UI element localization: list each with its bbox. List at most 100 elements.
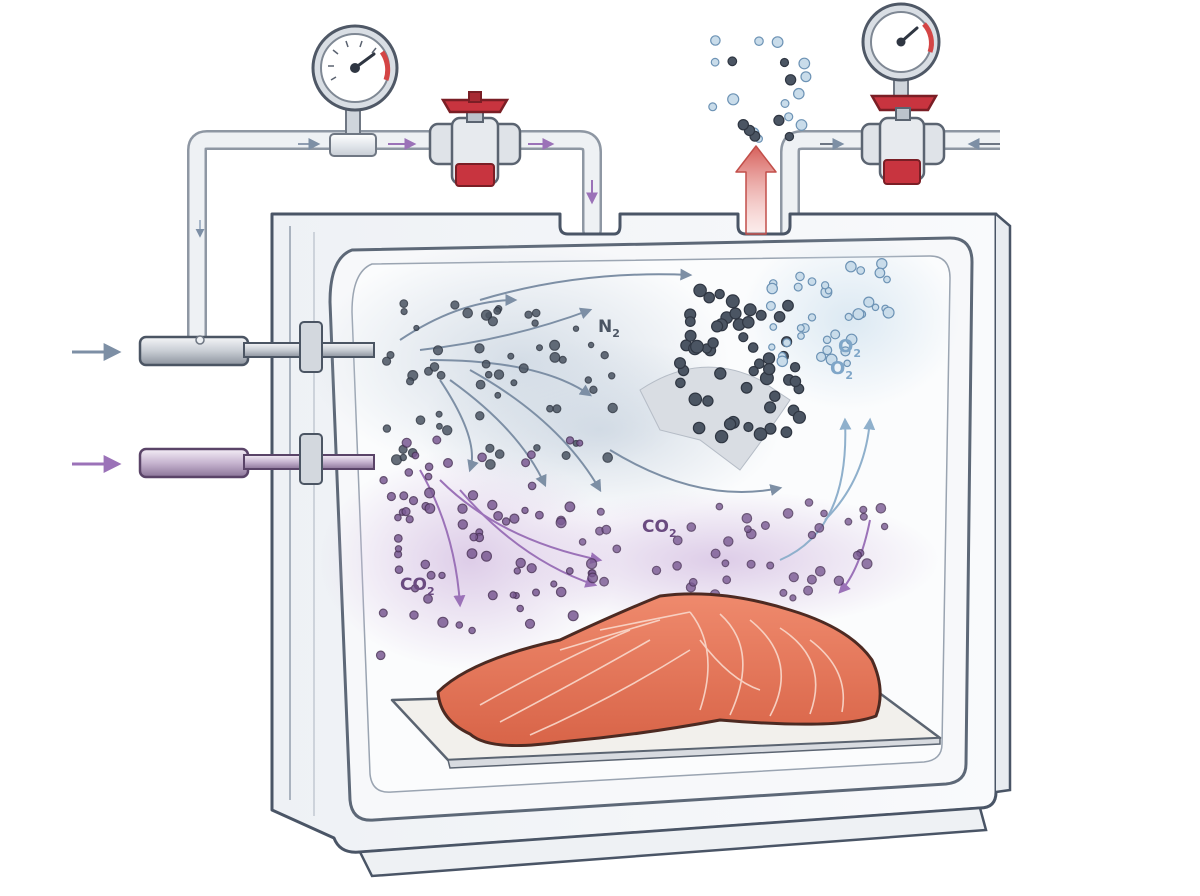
co2-particle bbox=[516, 604, 525, 613]
co2-particle bbox=[531, 588, 540, 597]
exhaust-particles bbox=[708, 35, 812, 143]
exhaust-particle bbox=[727, 56, 738, 67]
co2-particle bbox=[401, 507, 411, 517]
co2-particle bbox=[477, 452, 487, 463]
nitrogen-particle bbox=[607, 402, 618, 414]
co2-particle bbox=[426, 570, 436, 580]
nitrogen-particle bbox=[475, 411, 485, 421]
oxygen-particle bbox=[793, 282, 803, 292]
nitrogen-particle bbox=[769, 390, 781, 402]
co2-particle bbox=[410, 584, 420, 593]
nitrogen-particle bbox=[487, 316, 498, 327]
nitrogen-particle bbox=[780, 426, 793, 439]
nitrogen-particle bbox=[743, 303, 757, 317]
co2-particle bbox=[672, 560, 682, 571]
nitrogen-particle bbox=[533, 444, 541, 452]
pressure-gauge-right bbox=[861, 2, 941, 101]
co2-particle bbox=[820, 509, 828, 518]
co2-particle bbox=[527, 481, 537, 491]
co2-particle bbox=[788, 572, 799, 583]
nitrogen-particle bbox=[462, 307, 473, 319]
exhaust-particle bbox=[784, 112, 794, 122]
co2-particle bbox=[469, 532, 479, 542]
oxygen-particle bbox=[845, 260, 857, 273]
nitrogen-particle bbox=[485, 459, 496, 470]
co2-particle bbox=[509, 591, 517, 599]
co2-particle bbox=[599, 576, 609, 587]
oxygen-particle bbox=[882, 306, 895, 319]
co2-particle bbox=[527, 450, 536, 460]
nitrogen-particle bbox=[602, 452, 613, 463]
nitrogen-particles bbox=[382, 283, 807, 470]
co2-particle bbox=[782, 508, 794, 519]
nitrogen-particle bbox=[673, 357, 686, 370]
label-co2-left: CO2 bbox=[400, 575, 435, 598]
nitrogen-particle bbox=[436, 422, 443, 430]
co2-particle bbox=[779, 588, 788, 597]
nitrogen-particle bbox=[723, 417, 737, 431]
co2-particle bbox=[443, 458, 454, 469]
co2-particle bbox=[521, 506, 529, 515]
co2-particle bbox=[861, 558, 873, 570]
oxygen-particle bbox=[765, 300, 776, 311]
co2-particle bbox=[715, 502, 724, 511]
co2-particle bbox=[601, 524, 612, 535]
co2-particle bbox=[487, 590, 498, 601]
oxygen-particle bbox=[863, 296, 875, 308]
nitrogen-particle bbox=[707, 337, 719, 349]
nitrogen-particle bbox=[432, 345, 444, 356]
co2-particle bbox=[612, 544, 622, 554]
nitrogen-particle bbox=[714, 429, 729, 444]
nitrogen-particle bbox=[399, 299, 409, 309]
pressure-gauge-left bbox=[311, 24, 399, 157]
co2-particle bbox=[411, 451, 420, 460]
nitrogen-particle bbox=[587, 341, 595, 349]
oxygen-particles bbox=[765, 258, 895, 368]
co2-particle bbox=[437, 616, 449, 628]
oxygen-particle bbox=[843, 359, 852, 368]
co2-particle bbox=[565, 567, 574, 575]
co2-particle bbox=[744, 525, 752, 534]
co2-particle bbox=[457, 519, 468, 530]
co2-particle bbox=[405, 515, 414, 524]
valve-left bbox=[428, 91, 522, 187]
nitrogen-inlet-nozzle bbox=[72, 321, 375, 373]
exhaust-particle bbox=[708, 102, 718, 112]
co2-particle bbox=[424, 487, 436, 499]
oxygen-particle bbox=[844, 312, 853, 321]
co2-particle bbox=[576, 439, 584, 447]
nitrogen-particle bbox=[518, 363, 529, 374]
nitrogen-particle bbox=[692, 421, 706, 435]
co2-particle bbox=[723, 536, 734, 547]
co2-particle bbox=[379, 476, 388, 485]
nitrogen-particle bbox=[406, 377, 415, 386]
co2-particle bbox=[438, 571, 446, 580]
nitrogen-particle bbox=[703, 291, 715, 304]
exhaust-particle bbox=[800, 71, 812, 83]
co2-particle bbox=[686, 522, 697, 532]
co2-particle bbox=[409, 610, 419, 620]
nitrogen-particle bbox=[572, 325, 580, 332]
nitrogen-particle bbox=[450, 300, 460, 310]
nitrogen-particle bbox=[608, 372, 616, 380]
nitrogen-particle bbox=[741, 315, 755, 329]
co2-particle bbox=[803, 585, 814, 596]
co2-particle bbox=[457, 503, 468, 514]
exhaust-particle bbox=[710, 57, 720, 67]
nitrogen-particle bbox=[763, 401, 777, 414]
exhaust-particle bbox=[773, 114, 785, 127]
nitrogen-particle bbox=[382, 356, 392, 366]
nitrogen-particle bbox=[702, 395, 714, 407]
co2-particle bbox=[515, 557, 526, 569]
co2-particle bbox=[375, 650, 386, 661]
oxygen-particle bbox=[825, 353, 838, 366]
co2-particle bbox=[564, 501, 576, 513]
oxygen-particle bbox=[795, 271, 805, 282]
oxygen-particle bbox=[807, 277, 817, 287]
oxygen-particle bbox=[768, 343, 776, 351]
top-pipe-network bbox=[187, 130, 1000, 350]
oxygen-particle bbox=[871, 303, 880, 312]
co2-particle bbox=[393, 534, 403, 543]
exhaust-particle bbox=[780, 98, 790, 108]
co2-particle bbox=[493, 511, 504, 521]
